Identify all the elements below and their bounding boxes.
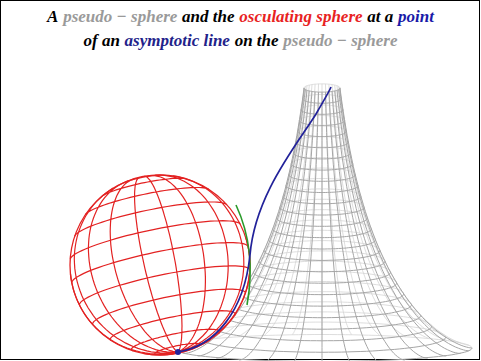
contact-point — [175, 349, 181, 355]
asymptotic-line — [178, 87, 331, 352]
sphere-grid — [70, 175, 250, 355]
title-line: Apseudo − sphereand theosculating sphere… — [0, 5, 481, 29]
title-word: of an — [83, 29, 119, 53]
title-word: point — [398, 5, 434, 29]
title-word: pseudo − sphere — [63, 5, 177, 29]
title-word: pseudo − sphere — [283, 29, 397, 53]
title-block: Apseudo − sphereand theosculating sphere… — [0, 5, 481, 53]
title-line: of anasymptotic lineon thepseudo − spher… — [0, 29, 481, 53]
sphere-outline — [70, 175, 250, 355]
title-word: at a — [367, 5, 393, 29]
title-word: and the — [182, 5, 234, 29]
osculating-sphere — [70, 175, 250, 355]
title-word: A — [47, 5, 58, 29]
title-word: on the — [235, 29, 279, 53]
title-word: asymptotic line — [125, 29, 230, 53]
title-word: osculating sphere — [239, 5, 362, 29]
